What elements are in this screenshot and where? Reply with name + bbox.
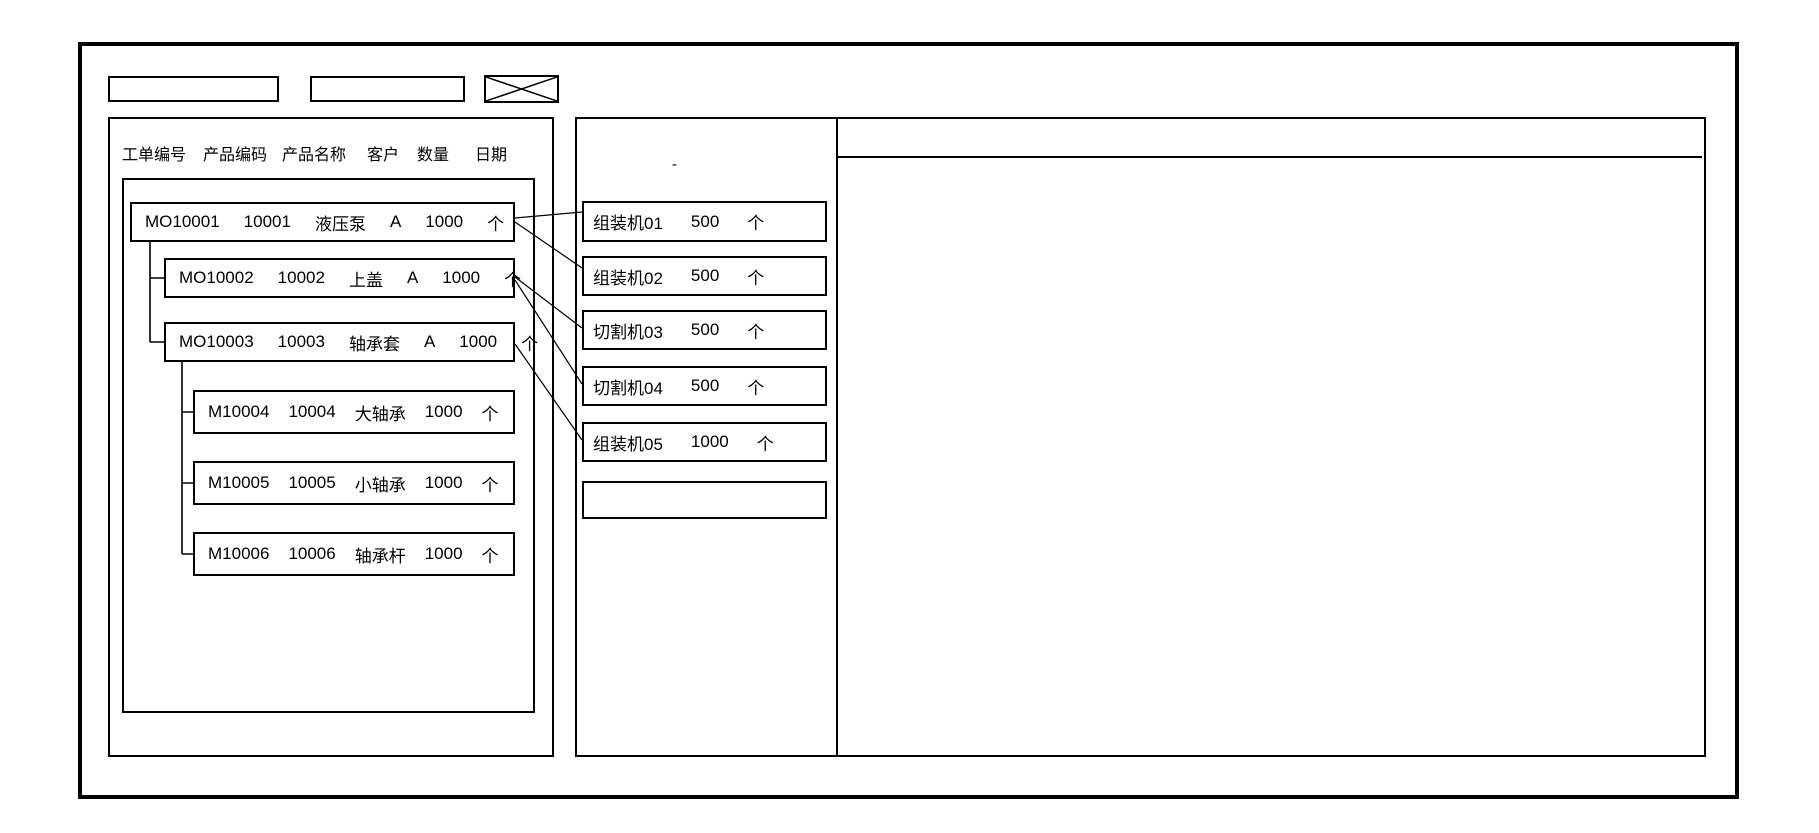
- schedule-panel: [836, 117, 1706, 757]
- product-code: 10002: [277, 268, 325, 287]
- column-header-product-code: 产品编码: [203, 147, 268, 164]
- customer: A: [423, 332, 436, 351]
- unit: 个: [481, 546, 499, 566]
- customer: A: [406, 268, 419, 287]
- product-name: 轴承杆: [354, 546, 406, 566]
- toolbar-field-2[interactable]: [310, 76, 465, 102]
- machine-box-qiegeji04[interactable]: 切割机04 500 个: [582, 366, 827, 406]
- quantity: 1000: [424, 402, 463, 421]
- machine-qty: 500: [690, 320, 720, 339]
- machine-box-empty[interactable]: [582, 481, 827, 519]
- unit: 个: [481, 475, 499, 495]
- unit: 个: [747, 378, 765, 398]
- machine-box-zuzhuangji05[interactable]: 组装机05 1000 个: [582, 422, 827, 462]
- order-no: MO10002: [179, 268, 254, 287]
- machine-name: 组装机01: [593, 214, 663, 233]
- order-no: MO10003: [179, 332, 254, 351]
- machine-name: 切割机03: [593, 322, 663, 342]
- product-code: 10006: [288, 544, 336, 563]
- work-order-box-m10004[interactable]: M10004 10004 大轴承 1000 个: [193, 390, 515, 434]
- quantity: 1000: [459, 332, 498, 351]
- column-header-product-name: 产品名称: [282, 147, 347, 164]
- quantity: 1000: [442, 268, 481, 287]
- machine-box-zuzhuangji02[interactable]: 组装机02 500 个: [582, 256, 827, 296]
- machine-qty: 500: [690, 211, 720, 231]
- unit: 个: [747, 268, 765, 288]
- machine-name: 切割机04: [593, 378, 663, 398]
- machine-qty: 500: [690, 376, 720, 395]
- work-order-box-mo10001[interactable]: MO10001 10001 液压泵 A 1000 个: [130, 202, 515, 242]
- order-no: MO10001: [145, 212, 220, 231]
- product-name: 大轴承: [354, 404, 406, 424]
- column-header-order-no: 工单编号: [122, 147, 187, 164]
- customer: A: [389, 212, 402, 231]
- unit: 个: [747, 214, 765, 233]
- unit: 个: [481, 404, 499, 424]
- quantity: 1000: [425, 212, 464, 231]
- column-header-customer: 客户: [367, 147, 400, 164]
- product-code: 10003: [277, 332, 325, 351]
- machine-box-zuzhuangji01[interactable]: 组装机01 500 个: [582, 201, 827, 242]
- schedule-header-divider: [838, 156, 1702, 158]
- quantity: 1000: [424, 544, 463, 563]
- work-order-box-mo10002[interactable]: MO10002 10002 上盖 A 1000 个: [164, 258, 521, 298]
- unit: 个: [504, 270, 522, 290]
- close-x-icon: [485, 76, 558, 102]
- product-name: 液压泵: [314, 214, 366, 234]
- order-no: M10005: [208, 473, 270, 492]
- unit: 个: [756, 434, 774, 454]
- dash-mark: -: [672, 156, 677, 173]
- product-name: 小轴承: [354, 475, 406, 495]
- machine-qty: 500: [690, 266, 720, 285]
- machine-qty: 1000: [690, 432, 729, 451]
- order-no: M10004: [208, 402, 270, 421]
- quantity: 1000: [424, 473, 463, 492]
- order-no: M10006: [208, 544, 270, 563]
- work-order-box-m10006[interactable]: M10006 10006 轴承杆 1000 个: [193, 532, 515, 576]
- column-header-date: 日期: [475, 147, 508, 164]
- product-name: 轴承套: [348, 334, 400, 354]
- unit: 个: [487, 214, 505, 234]
- product-code: 10005: [288, 473, 336, 492]
- close-button[interactable]: [484, 75, 559, 103]
- product-code: 10001: [243, 212, 291, 231]
- machine-name: 组装机05: [593, 434, 663, 454]
- product-code: 10004: [288, 402, 336, 421]
- column-header-qty: 数量: [417, 147, 450, 164]
- product-name: 上盖: [348, 270, 383, 290]
- toolbar-field-1[interactable]: [108, 76, 279, 102]
- machine-name: 组装机02: [593, 268, 663, 288]
- work-order-box-mo10003[interactable]: MO10003 10003 轴承套 A 1000 个: [164, 322, 538, 362]
- machine-box-qiegeji03[interactable]: 切割机03 500 个: [582, 310, 827, 350]
- work-order-box-m10005[interactable]: M10005 10005 小轴承 1000 个: [193, 461, 515, 505]
- unit: 个: [747, 322, 765, 342]
- unit: 个: [521, 334, 539, 354]
